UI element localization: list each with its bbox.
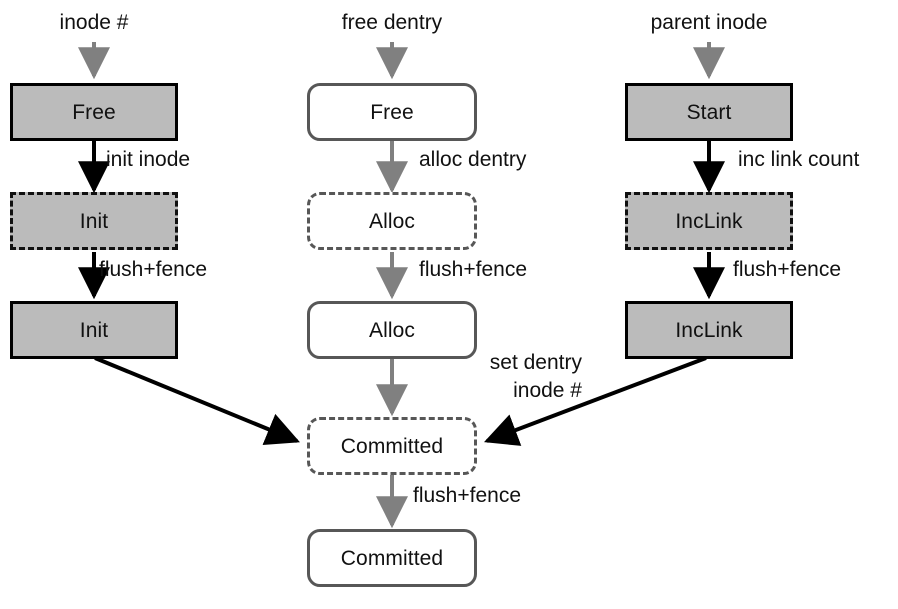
- node-parent-inclink-solid[interactable]: IncLink: [625, 301, 793, 359]
- edge-label-alloc-dentry: alloc dentry: [419, 148, 527, 171]
- edge-label-inc-link-count: inc link count: [738, 148, 860, 171]
- node-label: Start: [686, 100, 732, 124]
- node-dentry-committed-solid[interactable]: Committed: [307, 529, 477, 587]
- node-label: Init: [79, 209, 109, 233]
- edge-label-flush-fence-committed: flush+fence: [413, 484, 521, 507]
- edge-label-set-dentry-inode-line2: inode #: [513, 379, 582, 402]
- node-parent-inclink-dashed[interactable]: IncLink: [625, 192, 793, 250]
- node-inode-init-dashed[interactable]: Init: [10, 192, 178, 250]
- node-label: Alloc: [368, 209, 416, 233]
- node-label: Committed: [340, 546, 444, 570]
- node-label: IncLink: [675, 209, 743, 233]
- edge-label-flush-fence-parent: flush+fence: [733, 258, 841, 281]
- node-dentry-alloc-solid[interactable]: Alloc: [307, 301, 477, 359]
- node-label: Init: [79, 318, 109, 342]
- edge-label-set-dentry-inode-line1: set dentry: [489, 351, 582, 374]
- caption-parent-inode: parent inode: [650, 11, 768, 34]
- node-dentry-alloc-dashed[interactable]: Alloc: [307, 192, 477, 250]
- node-parent-start[interactable]: Start: [625, 83, 793, 141]
- node-inode-init-solid[interactable]: Init: [10, 301, 178, 359]
- edge-init-to-committed: [94, 356, 300, 445]
- node-label: IncLink: [675, 318, 743, 342]
- edge-label-flush-fence-dentry: flush+fence: [419, 258, 527, 281]
- caption-inode: inode #: [59, 11, 129, 34]
- node-label: Committed: [340, 434, 444, 458]
- node-label: Free: [72, 100, 116, 124]
- node-label: Alloc: [368, 318, 416, 342]
- edge-label-flush-fence-inode: flush+fence: [99, 258, 207, 281]
- node-inode-free[interactable]: Free: [10, 83, 178, 141]
- node-dentry-free[interactable]: Free: [307, 83, 477, 141]
- edge-label-init-inode: init inode: [106, 148, 191, 171]
- node-label: Free: [370, 100, 414, 124]
- caption-dentry: free dentry: [341, 11, 443, 34]
- node-dentry-committed-dashed[interactable]: Committed: [307, 417, 477, 475]
